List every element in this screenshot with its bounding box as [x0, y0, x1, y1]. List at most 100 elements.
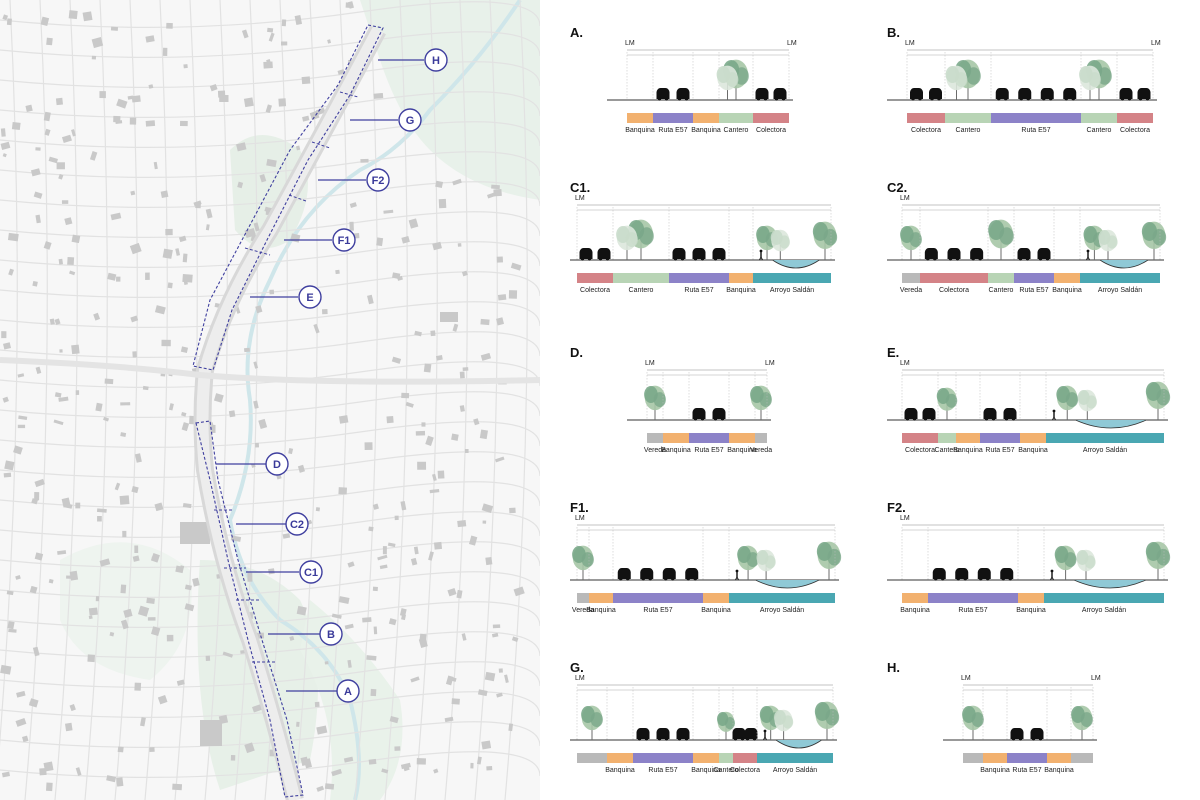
car-icon [773, 88, 787, 101]
segment-label: Cantero [629, 287, 654, 294]
segment-bar [755, 433, 767, 443]
car-icon [1017, 248, 1031, 261]
car-icon [732, 728, 746, 741]
corridor-cuts-north [244, 91, 359, 256]
segment-label: Colectora [580, 287, 610, 294]
car-icon [597, 248, 611, 261]
car-icon [676, 728, 690, 741]
segment-label: Ruta E57 [1019, 287, 1048, 294]
car-icon [692, 408, 706, 421]
lm-label-left: LM [961, 675, 971, 682]
segment-ruta-e57: Ruta E57 [688, 372, 729, 454]
marker-circle [424, 48, 448, 72]
car-icon [640, 568, 654, 581]
segment-label: Arroyo Saldán [773, 767, 817, 774]
car-icon [904, 408, 918, 421]
segment-bar [753, 113, 789, 123]
car-icon [922, 408, 936, 421]
segment-bar [1044, 593, 1164, 603]
section-title: B. [887, 25, 900, 40]
tree-icon [717, 711, 735, 740]
segment-bar [703, 593, 729, 603]
car-icon [1010, 728, 1024, 741]
pedestrian-icon [759, 249, 763, 261]
car-icon [970, 248, 984, 261]
segment-label: Cantero [956, 127, 981, 134]
section-marker-f2[interactable]: F2 [318, 168, 390, 192]
marker-label: B [327, 629, 335, 641]
section-title: A. [570, 25, 583, 40]
marker-circle [299, 560, 323, 584]
segment-label: Banquina [1016, 607, 1046, 614]
segment-bar [1081, 113, 1117, 123]
segment-label: Arroyo Saldán [1083, 447, 1127, 454]
segment-bar [980, 433, 1020, 443]
tree-icon [1098, 229, 1118, 260]
segment-label: Ruta E57 [684, 287, 713, 294]
map-background [0, 0, 540, 800]
segment-colectora: Colectora [919, 207, 988, 294]
segment-label: Colectora [1120, 127, 1150, 134]
section-marker-c1[interactable]: C1 [246, 560, 323, 584]
segment-banquina: Banquina [1052, 207, 1082, 294]
segment-cantero: Cantero [1079, 52, 1117, 134]
car-icon [712, 248, 726, 261]
stream-channel [1075, 419, 1147, 429]
segment-label: Vereda [572, 607, 594, 614]
segment-label: Ruta E57 [985, 447, 1014, 454]
car-icon [712, 408, 726, 421]
car-icon [947, 248, 961, 261]
tree-icon [1079, 65, 1101, 100]
car-icon [932, 568, 946, 581]
segment-bar [729, 433, 755, 443]
tree-icon [1071, 705, 1093, 740]
lm-label-right: LM [1151, 40, 1161, 47]
segment-bar [663, 433, 689, 443]
car-icon [1003, 408, 1017, 421]
section-marker-g[interactable]: G [350, 108, 422, 132]
section-marker-a[interactable]: A [286, 679, 360, 703]
segment-bar [719, 113, 753, 123]
segment-bar [669, 273, 729, 283]
corridor-cuts-south [214, 509, 276, 663]
marker-circle [398, 108, 422, 132]
marker-circle [366, 168, 390, 192]
segment-bar [693, 113, 719, 123]
section-title: C2. [887, 180, 908, 195]
section-marker-f1[interactable]: F1 [284, 228, 356, 252]
car-icon [1018, 88, 1032, 101]
section-marker-b[interactable]: B [268, 622, 343, 646]
segment-banquina: Banquina [953, 372, 983, 454]
section-marker-d[interactable]: D [216, 452, 289, 476]
section-marker-c2[interactable]: C2 [236, 512, 309, 536]
segment-banquina: Banquina [586, 527, 616, 614]
segment-label: Colectora [911, 127, 941, 134]
segment-label: Colectora [756, 127, 786, 134]
segment-label: Banquina [1044, 767, 1074, 774]
segment-bar [729, 273, 753, 283]
marker-label: C2 [290, 519, 304, 531]
section-marker-e[interactable]: E [250, 285, 322, 309]
tree-icon [988, 219, 1014, 260]
segment-ruta-e57: Ruta E57 [979, 372, 1020, 454]
section-title: E. [887, 345, 900, 360]
segment-arroyo-sald-n: Arroyo Saldán [752, 207, 838, 294]
segment-colectora: Colectora [576, 207, 613, 294]
segment-label: Arroyo Saldán [770, 287, 814, 294]
tree-icon [816, 541, 842, 580]
tree-icon [644, 385, 666, 420]
segment-banquina: Banquina [1016, 527, 1046, 614]
segment-cantero: Cantero [935, 372, 960, 454]
segment-bar [902, 433, 938, 443]
segment-bar [577, 273, 613, 283]
segment-bar [1054, 273, 1080, 283]
segment-label: Banquina [691, 767, 721, 774]
segment-bar [963, 753, 983, 763]
section-marker-h[interactable]: H [378, 48, 448, 72]
segment-label: Banquina [1052, 287, 1082, 294]
stream-channel [1099, 259, 1149, 269]
